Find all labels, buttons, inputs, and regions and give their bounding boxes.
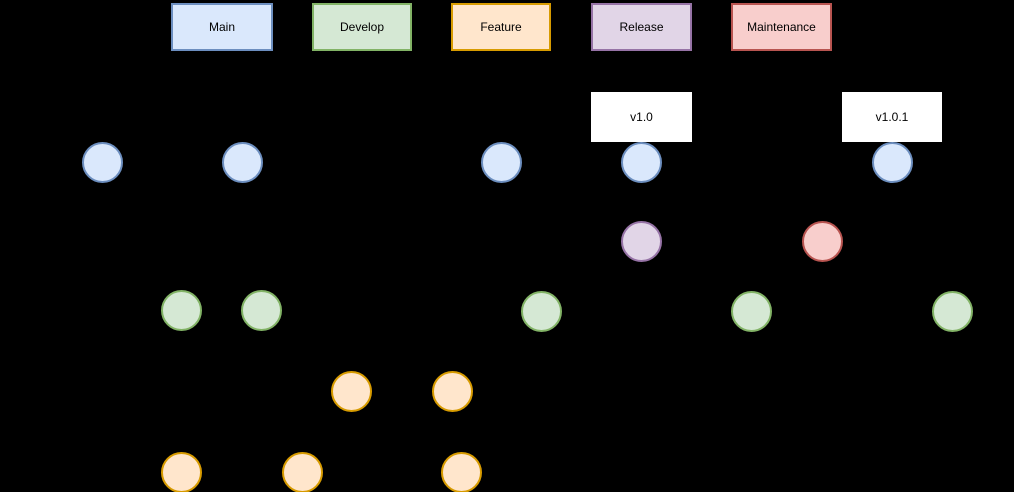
legend-box-develop: Develop <box>312 3 412 51</box>
commit-node-develop <box>931 290 973 332</box>
legend-label-feature: Feature <box>480 20 522 34</box>
version-tag-label-v1-0-1: v1.0.1 <box>875 110 909 124</box>
legend-label-develop: Develop <box>339 20 385 34</box>
commit-node-feature <box>431 370 473 412</box>
legend-label-maintenance: Maintenance <box>747 20 816 34</box>
legend-box-feature: Feature <box>451 3 551 51</box>
legend-box-main: Main <box>171 3 273 51</box>
commit-node-main <box>620 141 662 183</box>
commit-node-main <box>480 141 522 183</box>
version-tag-v1-0: v1.0 <box>591 92 692 142</box>
commit-node-feature <box>440 451 482 492</box>
commit-node-main <box>871 141 913 183</box>
commit-node-release <box>620 220 662 262</box>
version-tag-label-v1-0: v1.0 <box>630 110 653 124</box>
version-tag-v1-0-1: v1.0.1 <box>842 92 942 142</box>
commit-node-develop <box>160 289 202 331</box>
commit-node-maintenance <box>801 220 843 262</box>
commit-node-main <box>221 141 263 183</box>
commit-node-develop <box>240 289 282 331</box>
commit-node-develop <box>520 290 562 332</box>
legend-box-maintenance: Maintenance <box>731 3 832 51</box>
commit-node-develop <box>730 290 772 332</box>
legend-box-release: Release <box>591 3 692 51</box>
commit-node-feature <box>281 451 323 492</box>
commit-node-feature <box>330 370 372 412</box>
legend-label-release: Release <box>619 20 664 34</box>
commit-node-feature <box>160 451 202 492</box>
commit-node-main <box>81 141 123 183</box>
legend-label-main: Main <box>208 20 235 34</box>
